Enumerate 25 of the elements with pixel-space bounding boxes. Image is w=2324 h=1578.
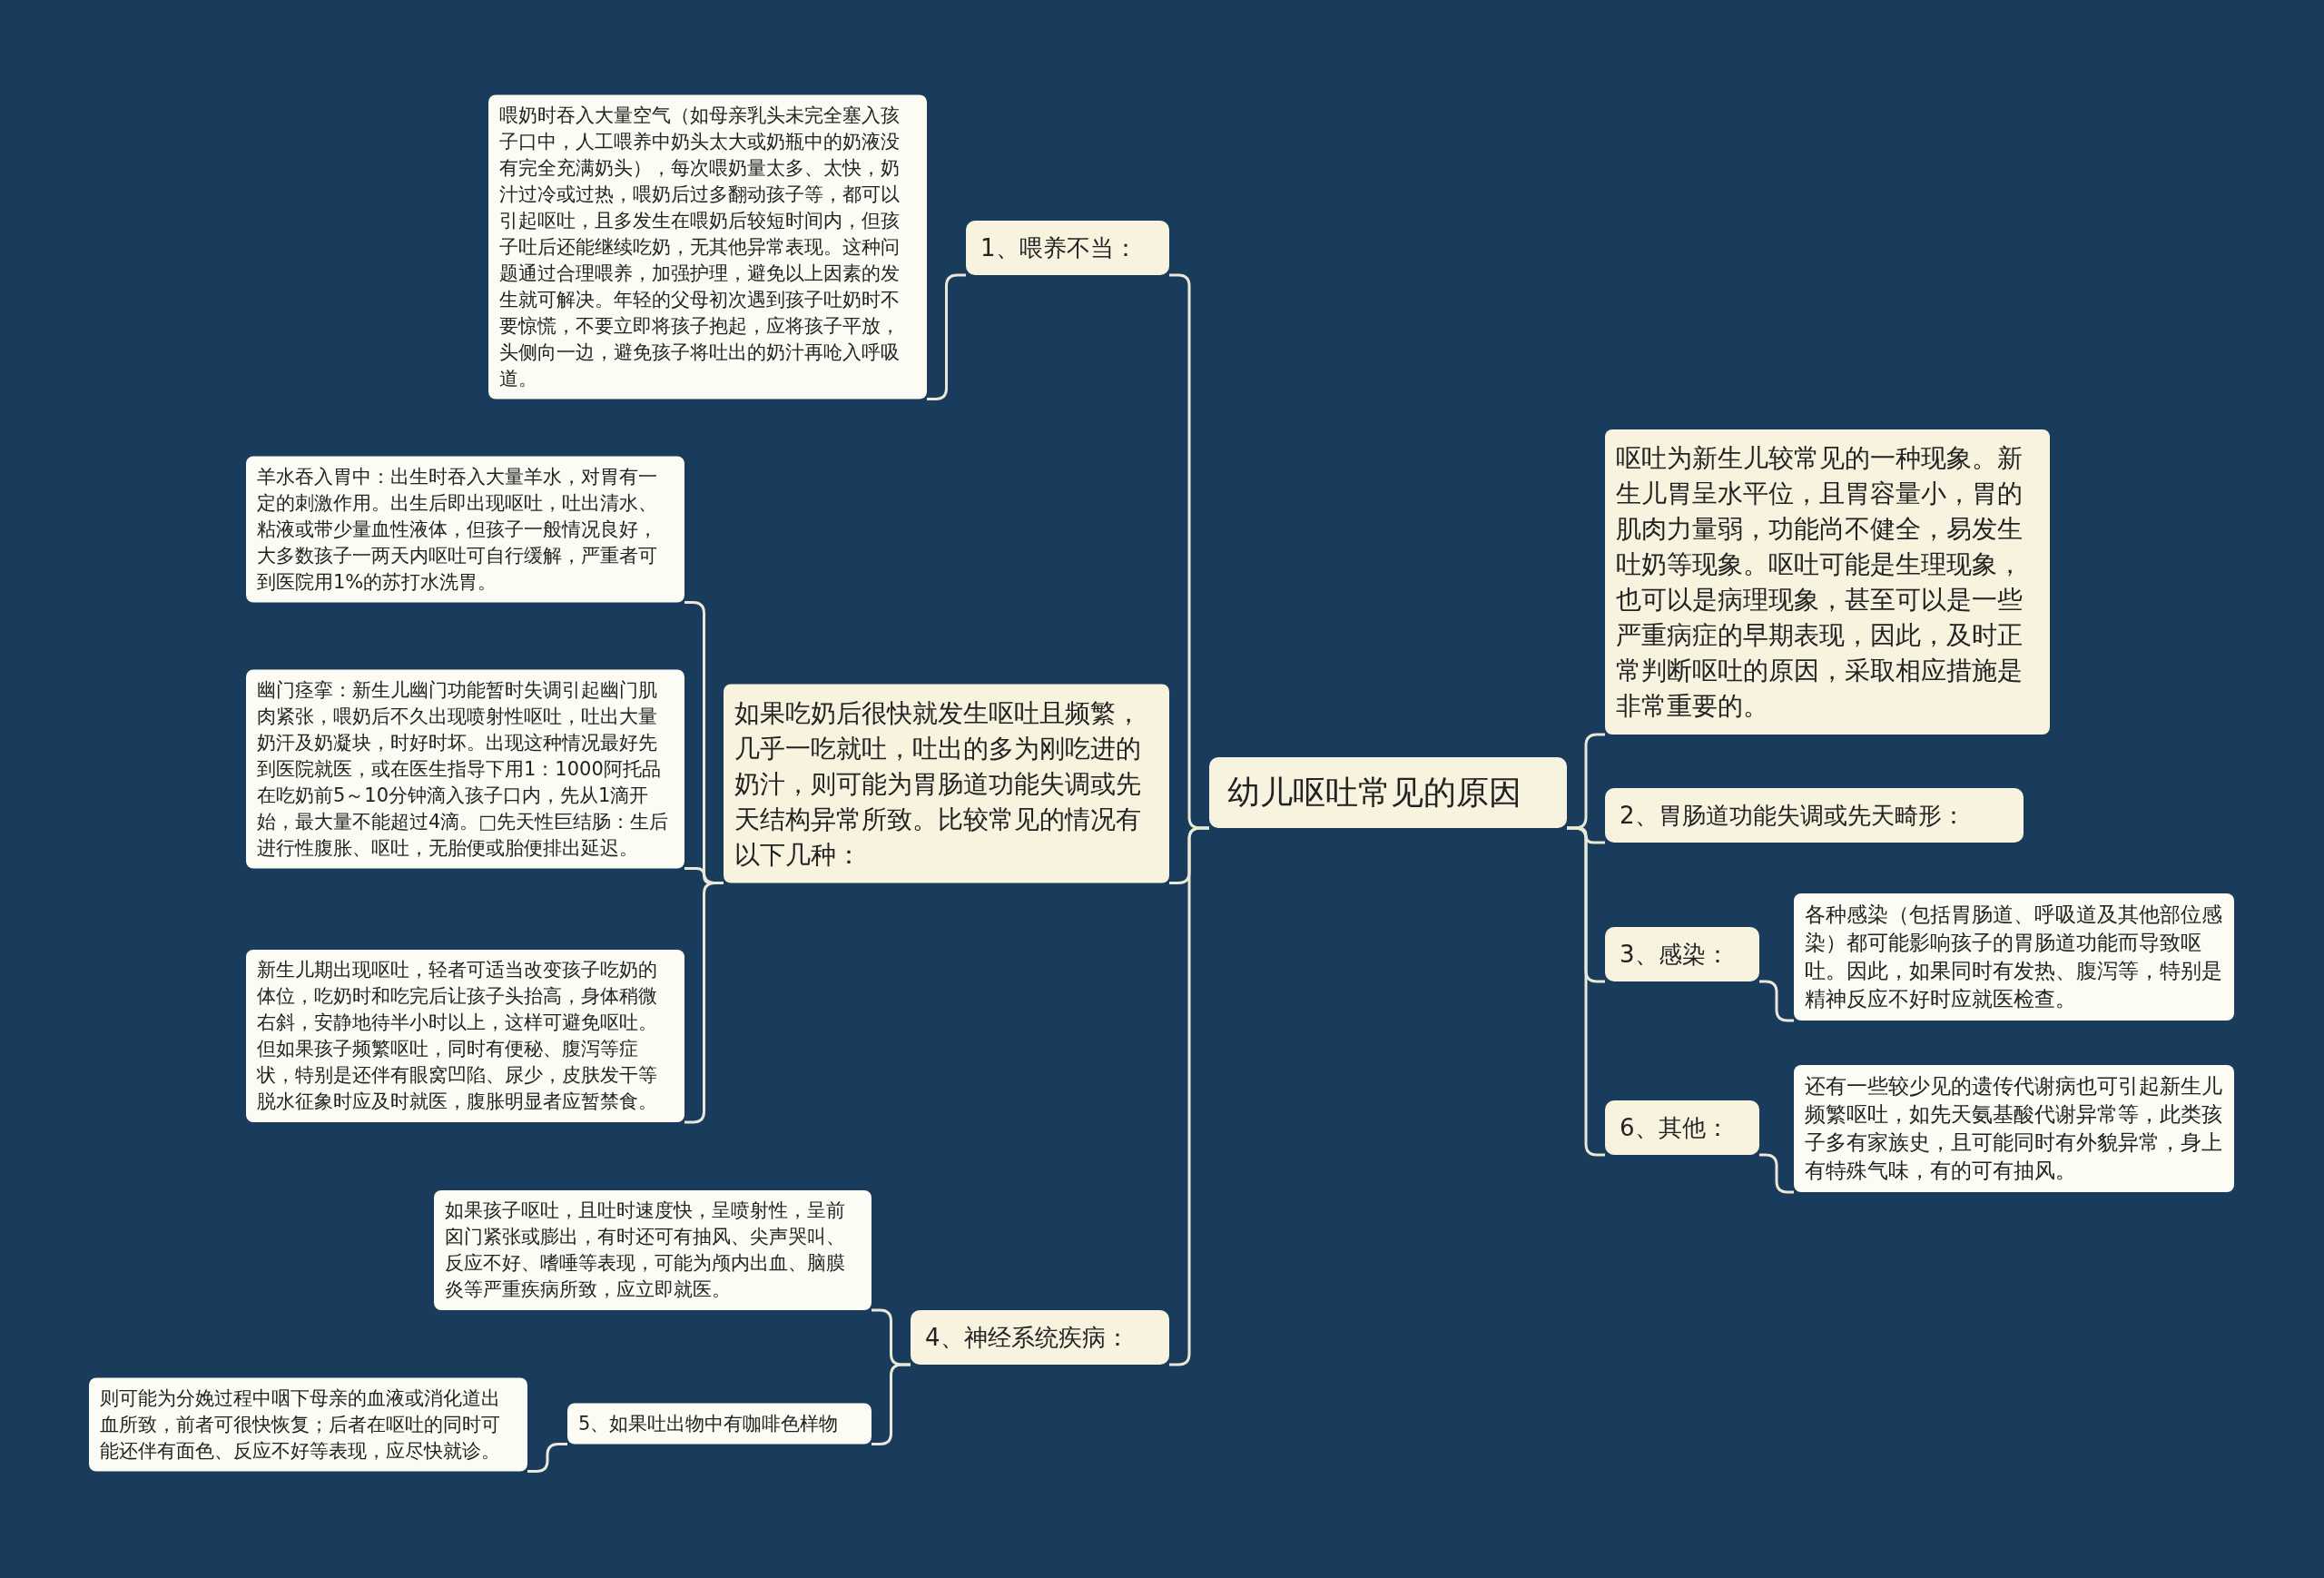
note-box: 如果孩子呕吐，且吐时速度快，呈喷射性，呈前囟门紧张或膨出，有时还可有抽风、尖声哭叫、反应不好、嗜唾等表现，可能为颅内出血、脑膜炎等严重疾病所致，应立即就医。	[434, 1190, 872, 1310]
topic-box: 4、神经系统疾病：	[911, 1310, 1169, 1365]
connector-line	[1759, 1153, 1794, 1194]
topic-box: 1、喂养不当：	[966, 221, 1169, 275]
topic-box: 6、其他：	[1605, 1100, 1759, 1155]
note-box: 则可能为分娩过程中咽下母亲的血液或消化道出血所致，前者可很快恢复；后者在呕吐的同时可能还伴有面色、反应不好等表现，应尽快就诊。	[89, 1377, 527, 1472]
connector-line	[684, 882, 724, 1124]
connector-line	[1759, 980, 1794, 1022]
note-box: 幽门痉挛：新生儿幽门功能暂时失调引起幽门肌肉紧张，喂奶后不久出现喷射性呕吐，吐出大量奶汗及奶凝块，时好时坏。出现这种情况最好先到医院就医，或在医生指导下用1：1000阿托品在吃奶前5～10分钟滴入孩子口内，先从1滴开始，最大量不能超过4滴。□先天性巨结肠：生后进行性腹胀、呕吐，无胎便或胎便排出延迟。	[246, 669, 684, 869]
topic-box: 2、胃肠道功能失调或先天畸形：	[1605, 788, 2024, 843]
note-box: 喂奶时吞入大量空气（如母亲乳头未完全塞入孩子口中，人工喂养中奶头太大或奶瓶中的奶液没有完全充满奶头），每次喂奶量太多、太快，奶汁过冷或过热，喂奶后过多翻动孩子等，都可以引起呕吐，且多发生在喂奶后较短时间内，但孩子吐后还能继续吃奶，无其他异常表现。这种问题通过合理喂养，加强护理，避免以上因素的发生就可解决。年轻的父母初次遇到孩子吐奶时不要惊慌，不要立即将孩子抱起，应将孩子平放，头侧向一边，避免孩子将吐出的奶汁再呛入呼吸道。	[488, 94, 927, 399]
note-box: 5、如果吐出物中有咖啡色样物	[567, 1403, 872, 1445]
note-box: 呕吐为新生儿较常见的一种现象。新生儿胃呈水平位，且胃容量小，胃的肌肉力量弱，功能尚不健全，易发生吐奶等现象。呕吐可能是生理现象，也可以是病理现象，甚至可以是一些严重病症的早期表现，因此，及时正常判断呕吐的原因，采取相应措施是非常重要的。	[1605, 429, 2050, 735]
connector-line	[1169, 826, 1209, 1366]
note-box: 羊水吞入胃中：出生时吞入大量羊水，对胃有一定的刺激作用。出生后即出现呕吐，吐出清水、粘液或带少量血性液体，但孩子一般情况良好，大多数孩子一两天内呕吐可自行缓解，严重者可到医院用1%的苏打水洗胃。	[246, 456, 684, 603]
topic-box: 3、感染：	[1605, 927, 1759, 981]
connector-line	[927, 273, 966, 400]
note-box: 如果吃奶后很快就发生呕吐且频繁，几乎一吃就吐，吐出的多为刚吃进的奶汁，则可能为胃肠道功能失调或先天结构异常所致。比较常见的情况有以下几种：	[724, 684, 1169, 883]
note-box: 各种感染（包括胃肠道、呼吸道及其他部位感染）都可能影响孩子的胃肠道功能而导致呕吐。因此，如果同时有发热、腹泻等，特别是精神反应不好时应就医检查。	[1794, 893, 2234, 1021]
connector-line	[872, 1363, 911, 1445]
connector-line	[527, 1443, 567, 1473]
central-topic: 幼儿呕吐常见的原因	[1209, 757, 1567, 828]
note-box: 还有一些较少见的遗传代谢病也可引起新生儿频繁呕吐，如先天氨基酸代谢异常等，此类孩子多有家族史，且可能同时有外貌异常，身上有特殊气味，有的可有抽风。	[1794, 1065, 2234, 1192]
connector-line	[1567, 826, 1605, 1157]
note-box: 新生儿期出现呕吐，轻者可适当改变孩子吃奶的体位，吃奶时和吃完后让孩子头抬高，身体稍微右斜，安静地待半小时以上，这样可避免呕吐。但如果孩子频繁呕吐，同时有便秘、腹泻等症状，特别是还伴有眼窝凹陷、尿少，皮肤发干等脱水征象时应及时就医，腹胀明显者应暂禁食。	[246, 950, 684, 1122]
